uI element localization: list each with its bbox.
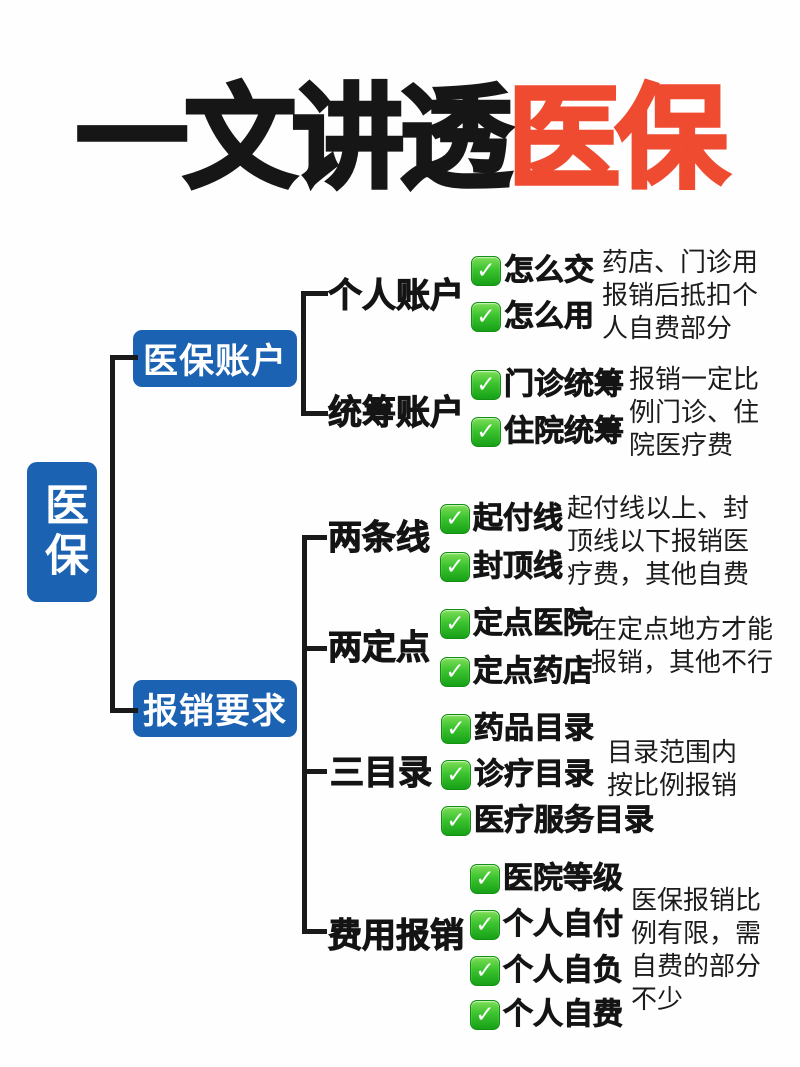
connector-trunk-bottom bbox=[110, 708, 138, 713]
connector-trunk-top bbox=[110, 355, 138, 360]
check-icon: ✓ bbox=[440, 657, 470, 687]
connector-bracket2-vertical bbox=[302, 535, 307, 934]
check-icon: ✓ bbox=[440, 609, 470, 639]
item-label: 门诊统筹 bbox=[504, 368, 625, 401]
check-icon: ✓ bbox=[441, 760, 471, 790]
check-icon: ✓ bbox=[471, 417, 501, 447]
list-item: ✓ 医疗服务目录 bbox=[441, 804, 655, 837]
item-label: 定点药店 bbox=[473, 655, 594, 688]
note-two-lines: 起付线以上、封顶线以下报销医疗费，其他自费 bbox=[567, 493, 750, 589]
connector-bracket1-stub1 bbox=[301, 291, 328, 296]
check-icon: ✓ bbox=[470, 956, 500, 986]
list-item: ✓ 门诊统筹 bbox=[471, 368, 625, 401]
check-icon: ✓ bbox=[470, 910, 500, 940]
check-icon: ✓ bbox=[470, 1000, 500, 1030]
note-three-catalogs: 目录范围内按比例报销 bbox=[607, 737, 738, 800]
list-item: ✓ 起付线 bbox=[440, 502, 564, 535]
connector-bracket1-stub2 bbox=[301, 411, 328, 416]
check-icon: ✓ bbox=[471, 256, 501, 286]
sublabel-pooled-account: 统筹账户 bbox=[328, 394, 465, 432]
sublabel-personal-account: 个人账户 bbox=[328, 277, 465, 315]
item-label: 个人自负 bbox=[503, 954, 624, 987]
item-label: 药品目录 bbox=[474, 712, 595, 745]
item-label: 医院等级 bbox=[503, 862, 624, 895]
node-insurance-account: 医保账户 bbox=[133, 330, 297, 387]
list-item: ✓ 个人自付 bbox=[470, 908, 624, 941]
item-label: 怎么交 bbox=[504, 254, 595, 287]
check-icon: ✓ bbox=[441, 714, 471, 744]
connector-bracket1-vertical bbox=[301, 291, 306, 416]
note-two-designated: 在定点地方才能报销，其他不行 bbox=[591, 614, 774, 677]
check-icon: ✓ bbox=[470, 864, 500, 894]
connector-bracket2-stub3 bbox=[302, 769, 327, 774]
title-prefix: 一文讲透 bbox=[74, 74, 514, 203]
list-item: ✓ 药品目录 bbox=[441, 712, 595, 745]
list-item: ✓ 怎么用 bbox=[471, 300, 595, 333]
connector-bracket2-stub1 bbox=[302, 535, 327, 540]
list-item: ✓ 医院等级 bbox=[470, 862, 624, 895]
item-label: 诊疗目录 bbox=[474, 758, 595, 791]
check-icon: ✓ bbox=[471, 370, 501, 400]
sublabel-expense-reimbursement: 费用报销 bbox=[328, 917, 465, 955]
root-node: 医保 bbox=[27, 462, 97, 602]
item-label: 定点医院 bbox=[473, 607, 594, 640]
connector-trunk-vertical bbox=[110, 355, 115, 713]
item-label: 个人自费 bbox=[503, 998, 624, 1031]
sublabel-two-lines: 两条线 bbox=[328, 519, 431, 557]
connector-bracket2-stub2 bbox=[302, 646, 327, 651]
note-expense-reimbursement: 医保报销比例有限，需自费的部分不少 bbox=[631, 885, 762, 1014]
item-label: 怎么用 bbox=[504, 300, 595, 333]
title-highlight: 医保 bbox=[506, 74, 730, 203]
node-reimbursement-requirements: 报销要求 bbox=[133, 680, 297, 737]
check-icon: ✓ bbox=[441, 806, 471, 836]
list-item: ✓ 诊疗目录 bbox=[441, 758, 595, 791]
list-item: ✓ 怎么交 bbox=[471, 254, 595, 287]
item-label: 医疗服务目录 bbox=[474, 804, 655, 837]
check-icon: ✓ bbox=[440, 504, 470, 534]
list-item: ✓ 定点医院 bbox=[440, 607, 594, 640]
item-label: 封顶线 bbox=[473, 550, 564, 583]
item-label: 起付线 bbox=[473, 502, 564, 535]
list-item: ✓ 个人自费 bbox=[470, 998, 624, 1031]
list-item: ✓ 定点药店 bbox=[440, 655, 594, 688]
sublabel-three-catalogs: 三目录 bbox=[330, 754, 433, 792]
sublabel-two-designated: 两定点 bbox=[328, 629, 431, 667]
list-item: ✓ 住院统筹 bbox=[471, 415, 625, 448]
list-item: ✓ 封顶线 bbox=[440, 550, 564, 583]
note-pooled-account: 报销一定比例门诊、住院医疗费 bbox=[629, 364, 760, 460]
connector-bracket2-stub4 bbox=[302, 929, 327, 934]
note-personal-account: 药店、门诊用报销后抵扣个人自费部分 bbox=[602, 247, 759, 343]
check-icon: ✓ bbox=[440, 552, 470, 582]
list-item: ✓ 个人自负 bbox=[470, 954, 624, 987]
check-icon: ✓ bbox=[471, 302, 501, 332]
page-title: 一文讲透医保 bbox=[0, 74, 800, 203]
item-label: 个人自付 bbox=[503, 908, 624, 941]
item-label: 住院统筹 bbox=[504, 415, 625, 448]
